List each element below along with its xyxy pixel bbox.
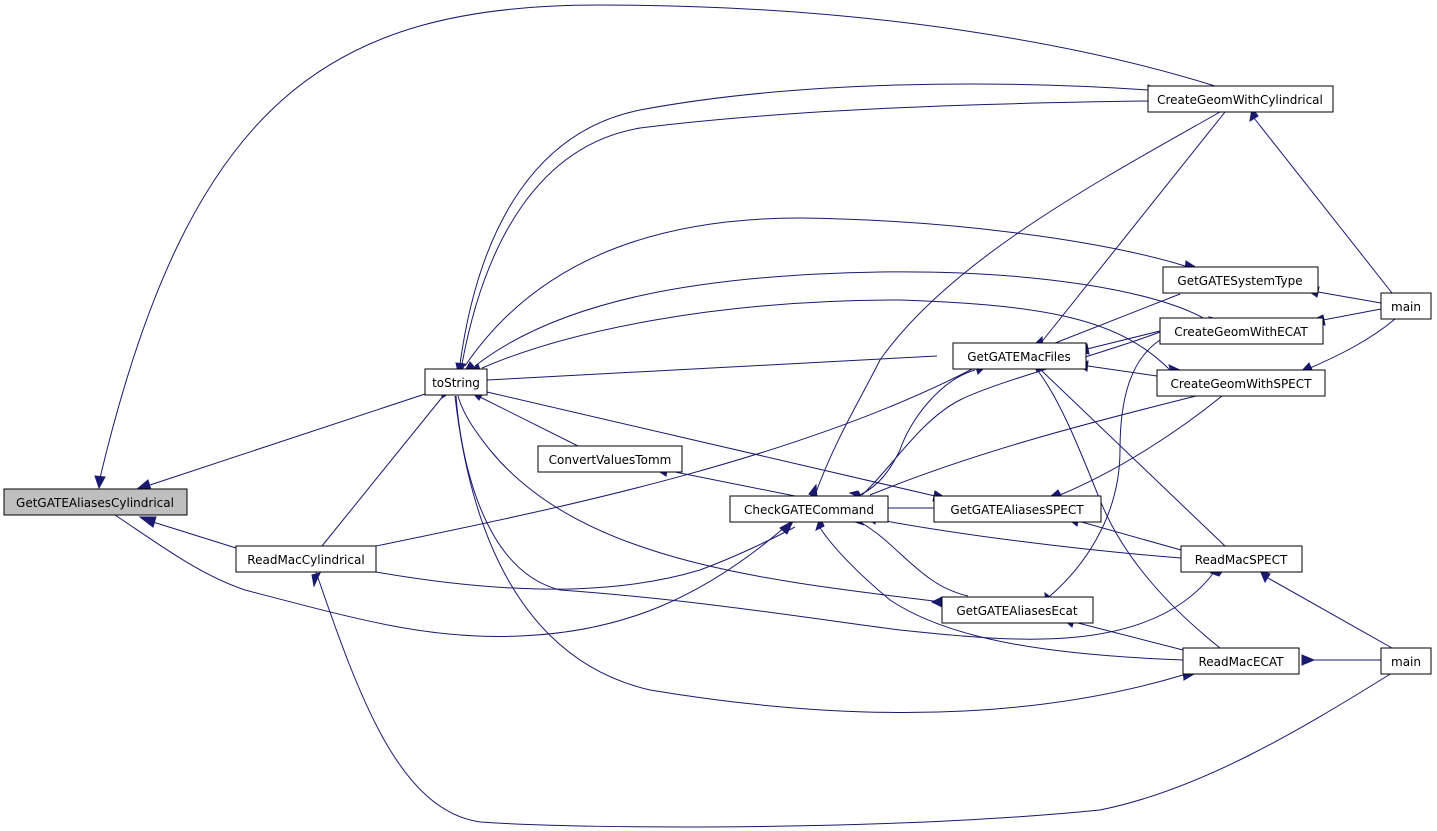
node-to-string[interactable]: toString bbox=[424, 368, 488, 396]
node-create-geom-with-ecat[interactable]: CreateGeomWithECAT bbox=[1159, 317, 1324, 345]
node-create-geom-with-spect[interactable]: CreateGeomWithSPECT bbox=[1156, 369, 1326, 397]
node-label: CreateGeomWithCylindrical bbox=[1157, 93, 1323, 107]
edge-aliasecat-to-checkcmd bbox=[859, 521, 969, 597]
arrowhead-root-top bbox=[94, 475, 106, 490]
node-label: ReadMacECAT bbox=[1198, 655, 1284, 669]
edge-geomecat-to-aliasecat bbox=[1049, 339, 1161, 597]
node-label: CreateGeomWithECAT bbox=[1174, 325, 1308, 339]
node-get-gate-aliases-spect[interactable]: GetGATEAliasesSPECT bbox=[933, 495, 1102, 523]
node-read-mac-cylindrical[interactable]: ReadMacCylindrical bbox=[235, 545, 377, 573]
edge-geomecat-to-macfiles bbox=[1086, 330, 1161, 350]
edge-convert-to-tostring bbox=[479, 396, 583, 449]
node-read-mac-ecat[interactable]: ReadMacECAT bbox=[1182, 647, 1300, 675]
edge-readspect-to-checkcmd bbox=[874, 518, 1182, 559]
node-label: GetGATEAliasesEcat bbox=[956, 604, 1078, 618]
node-get-gate-system-type[interactable]: GetGATESystemType bbox=[1162, 266, 1319, 294]
edge-systype-to-macfiles bbox=[1049, 293, 1181, 346]
node-label: main bbox=[1391, 655, 1421, 669]
edge-main1-to-geomecat bbox=[1322, 308, 1382, 321]
edge-systype-to-tostring bbox=[464, 217, 1186, 367]
arrowhead-root-bottom bbox=[138, 516, 157, 528]
node-label: GetGATEAliasesSPECT bbox=[950, 503, 1084, 517]
edge-readecat-to-aliasecat bbox=[1073, 621, 1184, 651]
node-get-gate-mac-files[interactable]: GetGATEMacFiles bbox=[952, 342, 1087, 370]
edge-readspect-to-tostring bbox=[455, 395, 1216, 640]
edge-readecat-to-tostring bbox=[454, 395, 1184, 713]
edge-macfiles-to-tostring bbox=[486, 355, 938, 381]
nodes: GetGATEAliasesCylindrical toString ReadM… bbox=[3, 85, 1432, 675]
edge-geomcyl-to-checkcmd bbox=[814, 111, 1221, 496]
edge-geomspect-to-aliasspect bbox=[1059, 395, 1223, 496]
edge-aliasspect-to-tostring bbox=[486, 391, 936, 497]
edge-main2-to-readmaccyl bbox=[315, 571, 1393, 828]
edge-geomcyl-to-tostring-a bbox=[459, 83, 1149, 365]
edge-readmaccyl-to-checkcmd bbox=[375, 526, 796, 590]
node-create-geom-with-cylindrical[interactable]: CreateGeomWithCylindrical bbox=[1147, 85, 1334, 113]
edge-root-to-checkcmd bbox=[114, 514, 786, 637]
edge-geomecat-to-checkcmd bbox=[861, 331, 1161, 496]
edge-readmaccyl-to-tostring bbox=[321, 389, 449, 547]
edge-checkcmd-to-convert bbox=[664, 469, 796, 497]
arrowhead-aliasecat-left bbox=[930, 596, 943, 608]
edge-geomspect-to-checkcmd bbox=[869, 394, 1201, 496]
edge-readecat-to-checkcmd bbox=[819, 527, 1184, 661]
node-get-gate-aliases-cylindrical[interactable]: GetGATEAliasesCylindrical bbox=[3, 488, 188, 516]
node-check-gate-command[interactable]: CheckGATECommand bbox=[729, 495, 889, 523]
node-label: GetGATESystemType bbox=[1177, 274, 1302, 288]
node-label: CreateGeomWithSPECT bbox=[1171, 377, 1313, 391]
node-get-gate-aliases-ecat[interactable]: GetGATEAliasesEcat bbox=[941, 596, 1094, 624]
node-label: ReadMacCylindrical bbox=[247, 553, 364, 567]
edge-readspect-to-aliasspect bbox=[1077, 520, 1182, 551]
node-label: ReadMacSPECT bbox=[1195, 553, 1288, 567]
node-convert-values-tomm[interactable]: ConvertValuesTomm bbox=[537, 445, 683, 473]
node-read-mac-spect[interactable]: ReadMacSPECT bbox=[1180, 545, 1303, 573]
edge-readmaccyl-to-macfiles bbox=[375, 364, 981, 547]
node-label: main bbox=[1391, 300, 1421, 314]
edge-readmaccyl-to-root bbox=[152, 521, 237, 549]
edge-geomecat-to-tostring bbox=[474, 271, 1211, 367]
edge-geomcyl-to-tostring-b bbox=[461, 100, 1149, 365]
edge-geomspect-to-macfiles bbox=[1087, 365, 1158, 377]
edges bbox=[99, 4, 1396, 828]
arrowhead-readecat-right bbox=[1301, 654, 1316, 666]
arrowheads bbox=[94, 84, 1326, 681]
edge-tostring-to-root bbox=[149, 393, 426, 486]
edge-main1-to-geomspect bbox=[1309, 318, 1396, 369]
arrowhead-checkcmd-bottomleft bbox=[779, 519, 795, 535]
edge-aliasecat-to-tostring bbox=[457, 395, 943, 603]
edge-geomcyl-to-macfiles bbox=[1039, 111, 1226, 345]
edge-geomspect-to-tostring bbox=[481, 299, 1171, 371]
node-main-2[interactable]: main bbox=[1380, 647, 1432, 675]
node-label: CheckGATECommand bbox=[744, 503, 874, 517]
node-main-1[interactable]: main bbox=[1380, 292, 1432, 320]
edge-macfiles-to-checkcmd bbox=[859, 369, 976, 496]
node-label: GetGATEMacFiles bbox=[967, 350, 1071, 364]
node-label: GetGATEAliasesCylindrical bbox=[16, 496, 174, 510]
edge-main2-to-readspect bbox=[1267, 577, 1393, 649]
node-label: toString bbox=[432, 376, 480, 390]
edge-main1-to-geomcyl bbox=[1253, 117, 1393, 294]
arrowhead-readmaccyl bbox=[311, 572, 321, 588]
node-label: ConvertValuesTomm bbox=[549, 453, 672, 467]
edge-readspect-to-macfiles bbox=[1041, 370, 1226, 547]
edge-main1-to-systype bbox=[1317, 291, 1382, 304]
edge-geomcyl-to-root bbox=[99, 4, 1216, 479]
